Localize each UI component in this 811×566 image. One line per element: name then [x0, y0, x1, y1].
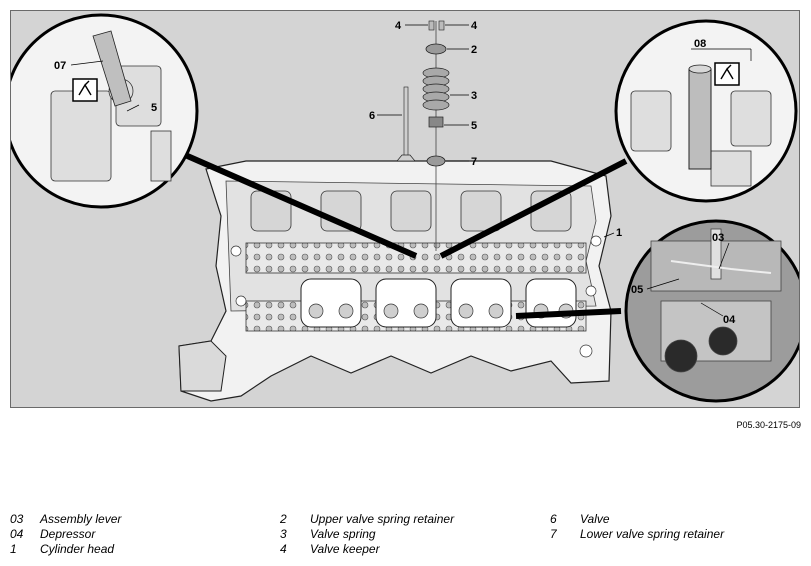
callout-4-right: 4 [471, 20, 478, 32]
tool-symbol-icon [72, 78, 98, 102]
lower-retainer-7 [426, 155, 446, 167]
callout-1: 1 [616, 227, 622, 239]
figure-reference: P05.30-2175-09 [736, 420, 801, 430]
callout-7: 7 [471, 156, 477, 168]
exploded-valve-parts [377, 20, 469, 251]
callout-3: 3 [471, 90, 477, 102]
cylinder-head-illustration: 4 4 2 3 6 5 7 1 07 5 08 03 05 04 [10, 10, 800, 408]
callout-03: 03 [712, 232, 724, 244]
callout-5: 5 [471, 120, 477, 132]
tool-symbol-icon [714, 62, 740, 86]
callout-04: 04 [723, 314, 736, 326]
detail-view-right-top [439, 19, 798, 259]
valve-6 [396, 86, 416, 162]
callout-labels: 4 4 2 3 6 5 7 1 07 5 08 03 05 04 [54, 20, 736, 326]
upper-retainer-2 [425, 43, 447, 55]
callout-6: 6 [369, 110, 375, 122]
callout-08: 08 [694, 38, 706, 50]
callout-4-left: 4 [395, 20, 402, 32]
cylinder-head [178, 160, 612, 402]
valve-keeper-4 [428, 20, 445, 31]
detail-view-left [11, 13, 418, 259]
callout-05: 05 [631, 284, 643, 296]
valve-spring-3 [422, 67, 450, 111]
callout-07: 07 [54, 60, 66, 72]
valve-seal-5 [428, 116, 444, 128]
callout-5-detail: 5 [151, 102, 157, 114]
callout-2: 2 [471, 44, 477, 56]
detail-view-right-bottom [515, 219, 799, 403]
tool-08 [688, 68, 712, 170]
